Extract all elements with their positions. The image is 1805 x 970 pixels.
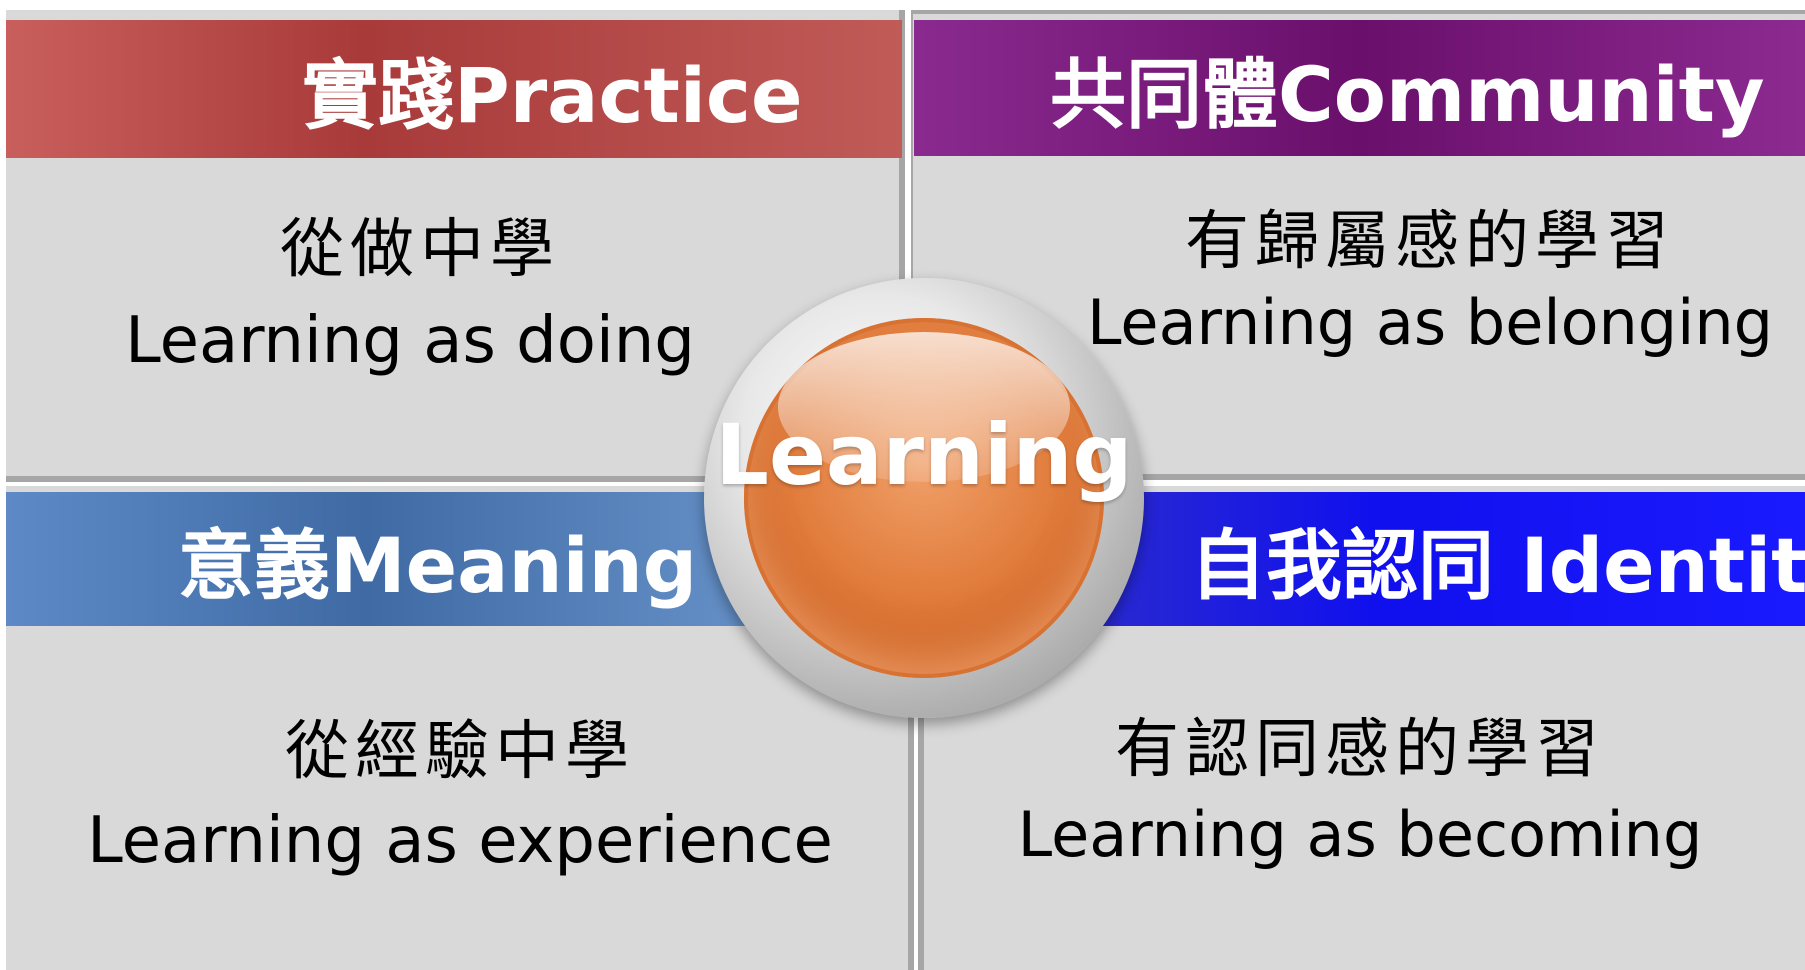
- community-header: 共同體Community: [914, 20, 1805, 156]
- learning-badge-core: [744, 318, 1104, 678]
- practice-english-text: Learning as doing: [125, 304, 695, 378]
- learning-badge: Learning: [704, 278, 1144, 718]
- meaning-header: 意義Meaning: [6, 492, 806, 626]
- identity-english-text: Learning as becoming: [1017, 798, 1703, 871]
- identity-chinese-text: 有認同感的學習: [1115, 713, 1605, 787]
- identity-header: 自我認同 Identity: [1090, 492, 1805, 626]
- practice-header: 實踐Practice: [6, 20, 902, 158]
- learning-badge-label: Learning: [715, 406, 1133, 504]
- badge-highlight: [778, 332, 1070, 482]
- community-english-text: Learning as belonging: [1086, 286, 1774, 359]
- community-chinese-text: 有歸屬感的學習: [1185, 205, 1675, 279]
- practice-chinese-text: 從做中學: [280, 213, 560, 287]
- meaning-english-text: Learning as experience: [87, 804, 833, 878]
- meaning-chinese-text: 從經驗中學: [285, 715, 635, 789]
